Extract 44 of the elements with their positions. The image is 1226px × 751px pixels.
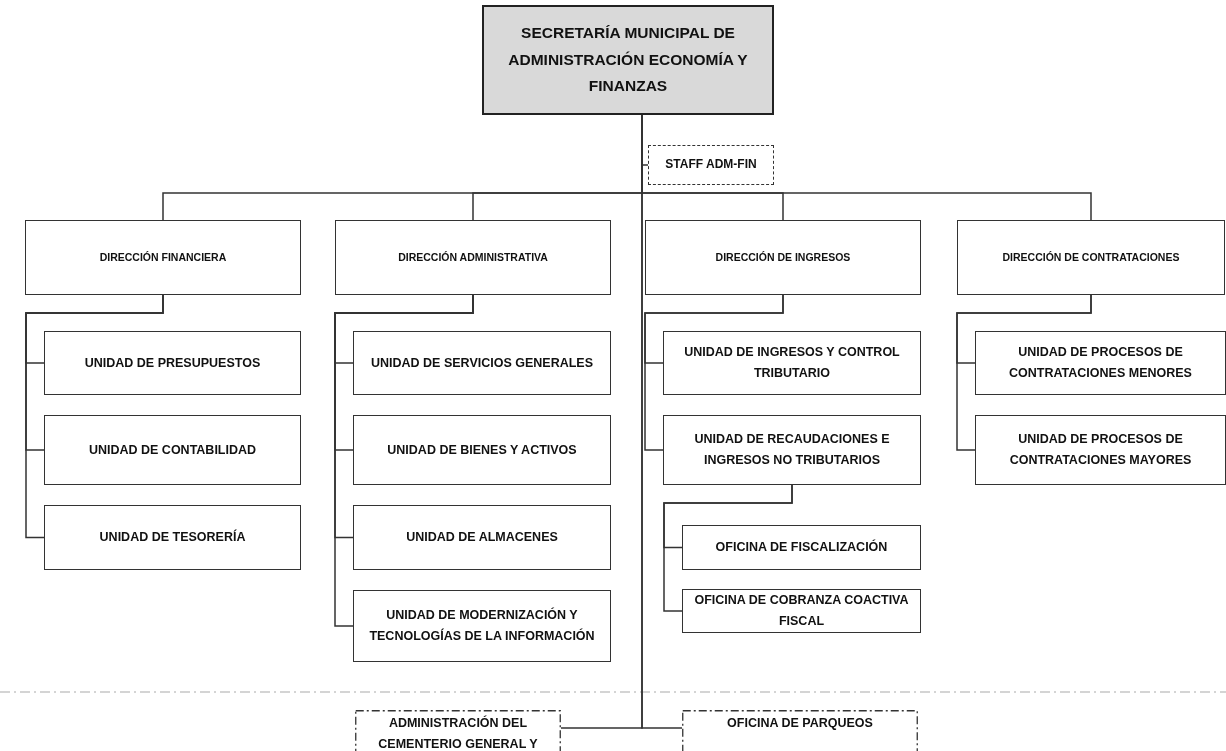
connector-line bbox=[644, 294, 784, 451]
unit-name: UNIDAD DE CONTABILIDAD bbox=[88, 441, 257, 459]
unit-box bbox=[663, 415, 921, 485]
unit-box bbox=[353, 415, 611, 485]
unit-name: DIRECCIÓN DE INGRESOS bbox=[715, 249, 851, 265]
unit-name: OFICINA DE PARQUEOS bbox=[727, 715, 873, 732]
staff-box bbox=[648, 145, 774, 185]
department-box bbox=[482, 5, 774, 115]
unit-name: UNIDAD DE PROCESOS DE CONTRATACIONES MENORES bbox=[1008, 344, 1193, 382]
unit-name: UNIDAD DE RECAUDACIONES E INGRESOS NO TRIBUTARIOS bbox=[693, 431, 891, 469]
unit-name: STAFF ADM-FIN bbox=[665, 156, 757, 174]
unit-name: UNIDAD DE BIENES Y ACTIVOS bbox=[387, 441, 577, 459]
unit-name: OFICINA DE FISCALIZACIÓN bbox=[715, 538, 888, 557]
connector-line bbox=[25, 294, 164, 539]
unit-box bbox=[353, 505, 611, 570]
unit-name: UNIDAD DE PROCESOS DE CONTRATACIONES MAYORES bbox=[1008, 431, 1193, 469]
unit-box bbox=[44, 505, 301, 570]
unit-name: ADMINISTRACIÓN DEL CEMENTERIO GENERAL Y bbox=[377, 714, 539, 751]
unit-box bbox=[682, 525, 921, 570]
unit-name: DIRECCIÓN DE CONTRATACIONES bbox=[1002, 249, 1180, 265]
unit-box bbox=[44, 415, 301, 485]
unit-box bbox=[353, 331, 611, 395]
unit-name: OFICINA DE COBRANZA COACTIVA FISCAL bbox=[693, 592, 910, 630]
unit-box bbox=[975, 415, 1226, 485]
unit-name: SECRETARÍA MUNICIPAL DE ADMINISTRACIÓN ECONOMÍA Y FINANZAS bbox=[507, 23, 749, 97]
unit-name: DIRECCIÓN FINANCIERA bbox=[99, 249, 227, 265]
directorate-box bbox=[645, 220, 921, 295]
unit-box bbox=[682, 589, 921, 633]
unit-box bbox=[975, 331, 1226, 395]
unit-name: UNIDAD DE INGRESOS Y CONTROL TRIBUTARIO bbox=[683, 344, 901, 382]
unit-name: UNIDAD DE ALMACENES bbox=[406, 529, 558, 547]
unit-name: UNIDAD DE MODERNIZACIÓN Y TECNOLOGÍAS DE LA INFORMACIÓN bbox=[368, 606, 596, 645]
directorate-box bbox=[957, 220, 1225, 295]
unit-name: UNIDAD DE SERVICIOS GENERALES bbox=[371, 354, 593, 372]
unit-name: DIRECCIÓN ADMINISTRATIVA bbox=[398, 249, 548, 265]
unit-box bbox=[663, 331, 921, 395]
unit-box bbox=[353, 590, 611, 662]
connector-line bbox=[956, 294, 1092, 451]
connector-line bbox=[663, 484, 793, 612]
directorate-box bbox=[25, 220, 301, 295]
unit-name: UNIDAD DE PRESUPUESTOS bbox=[84, 354, 261, 372]
unit-box bbox=[44, 331, 301, 395]
unit-name: UNIDAD DE TESORERÍA bbox=[99, 528, 246, 547]
directorate-box bbox=[335, 220, 611, 295]
